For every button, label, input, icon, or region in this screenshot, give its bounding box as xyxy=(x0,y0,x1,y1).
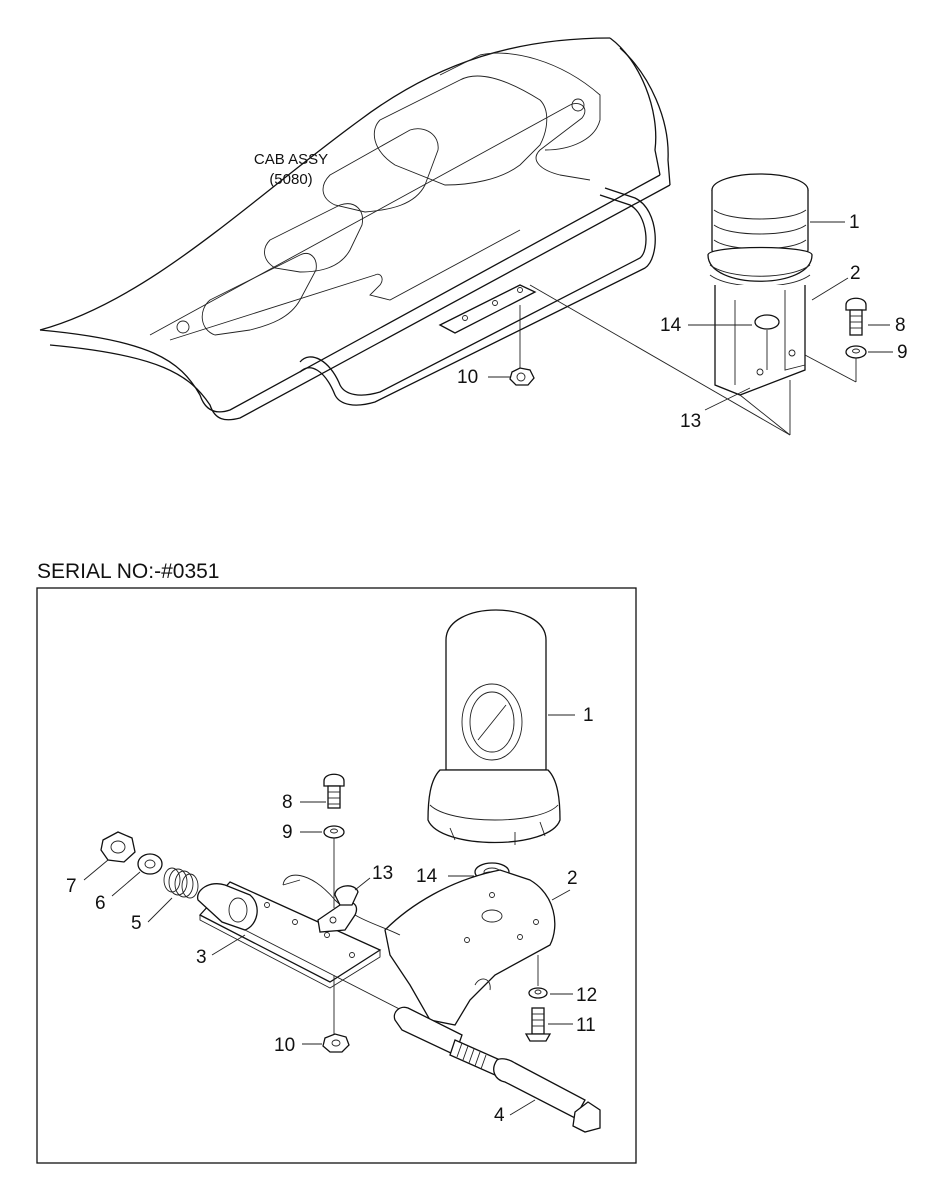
callout-14-bottom: 14 xyxy=(416,866,438,887)
callout-3-bottom: 3 xyxy=(196,947,207,968)
callout-13-bottom: 13 xyxy=(372,863,394,884)
cab-roof-drawing xyxy=(39,37,671,421)
callout-1-top: 1 xyxy=(849,212,860,233)
callout-8-top: 8 xyxy=(895,315,906,336)
bolt-8-top xyxy=(845,297,867,336)
callout-9-top: 9 xyxy=(897,342,908,363)
callout-10-bottom: 10 xyxy=(274,1035,296,1056)
serial-frame xyxy=(36,587,637,1164)
spring-5 xyxy=(147,867,199,923)
beacon-lamp-top xyxy=(529,173,813,436)
bottom-leader-lines xyxy=(282,879,301,886)
washer-12 xyxy=(528,955,573,999)
callout-11-bottom: 11 xyxy=(576,1015,596,1036)
callout-2-bottom: 2 xyxy=(567,868,578,889)
callout-2-top: 2 xyxy=(850,263,861,284)
callout-9-bottom: 9 xyxy=(282,822,293,843)
callout-10-top: 10 xyxy=(457,367,479,388)
nut-10-top xyxy=(509,305,535,386)
cable-clip-13 xyxy=(282,874,401,936)
pin-bolt-4 xyxy=(244,929,601,1133)
callout-4-bottom: 4 xyxy=(494,1105,505,1126)
washer-9-bottom xyxy=(300,825,345,908)
beacon-lamp-bottom xyxy=(427,609,575,845)
bolt-8-bottom xyxy=(300,773,345,809)
cab-assy-line2: (5080) xyxy=(269,171,313,189)
cab-assy-line1: CAB ASSY xyxy=(253,151,329,168)
cab-assy-label: CAB ASSY (5080) xyxy=(236,150,346,191)
serial-number-label: SERIAL NO:-#0351 xyxy=(37,560,220,583)
bracket-2-bottom xyxy=(384,869,571,1026)
callout-5-bottom: 5 xyxy=(131,913,142,934)
nut-7 xyxy=(83,831,136,881)
callout-8-bottom: 8 xyxy=(282,792,293,813)
washer-9-top xyxy=(804,345,867,383)
callout-6-bottom: 6 xyxy=(95,893,106,914)
callout-14-top: 14 xyxy=(660,315,682,336)
callout-13-top: 13 xyxy=(680,411,702,432)
callout-7-bottom: 7 xyxy=(66,876,77,897)
top-leader-lines xyxy=(488,221,893,411)
callout-1-bottom: 1 xyxy=(583,705,594,726)
callout-12-bottom: 12 xyxy=(576,985,598,1006)
washer-6 xyxy=(111,853,163,897)
nut-10-bottom xyxy=(302,975,350,1053)
screw-11 xyxy=(524,1007,573,1042)
